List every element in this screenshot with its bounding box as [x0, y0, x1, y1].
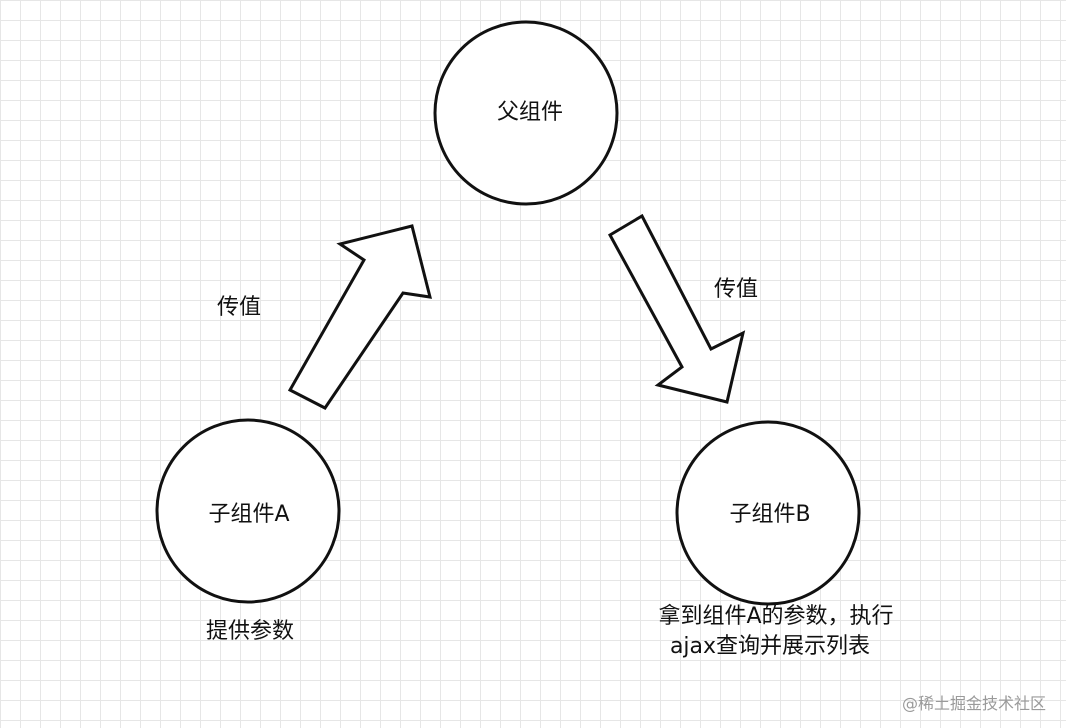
edge-label-parent-to-b: 传值 — [714, 277, 759, 302]
arrow-parent-to-b[interactable] — [607, 213, 746, 404]
child-b-note-line1: 拿到组件A的参数，执行 — [658, 604, 894, 629]
arrow-a-to-parent[interactable] — [287, 224, 433, 410]
parent-node-label: 父组件 — [496, 100, 564, 125]
parent-node-circle[interactable] — [433, 20, 619, 206]
child-b-node-label: 子组件B — [729, 502, 811, 527]
child-b-note-line2: ajax查询并展示列表 — [669, 634, 871, 659]
child-b-node-circle[interactable] — [675, 420, 861, 606]
child-a-node-label: 子组件A — [208, 502, 290, 527]
child-a-note: 提供参数 — [205, 619, 295, 644]
child-a-node-circle[interactable] — [155, 418, 341, 604]
edge-label-a-to-parent: 传值 — [217, 295, 262, 320]
watermark: @稀土掘金技术社区 — [901, 694, 1046, 713]
